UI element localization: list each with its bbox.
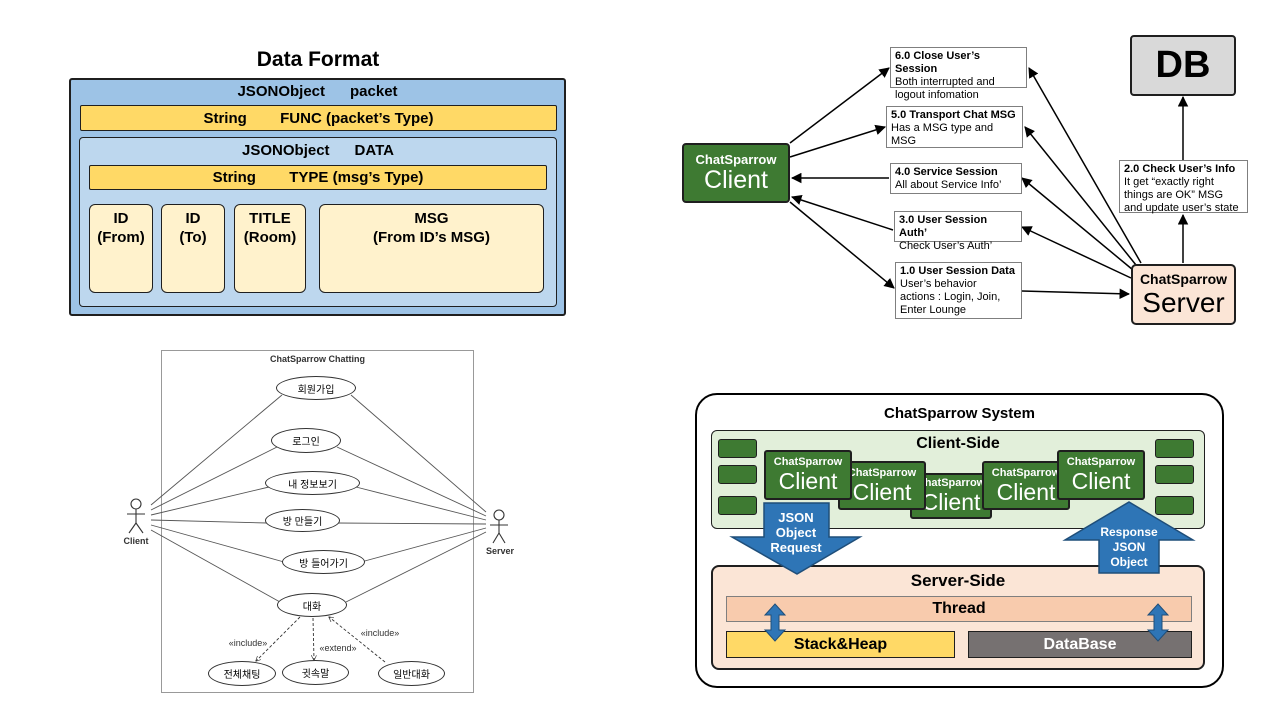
close-session-box: 6.0 Close User’s Session Both interrupte… xyxy=(890,47,1027,101)
client-node: ChatSparrow Client xyxy=(682,143,790,203)
mini-client-block xyxy=(1155,439,1194,458)
system-client-big: Client xyxy=(778,468,838,494)
close-session-title: 6.0 Close User’s Session xyxy=(895,50,980,75)
check-info-box: 2.0 Check User’s Info It get “exactly ri… xyxy=(1119,160,1248,214)
client-node-big: Client xyxy=(704,166,768,194)
session-auth-desc: Check User’s Auth’ xyxy=(899,240,993,252)
mini-client-block xyxy=(1155,496,1194,515)
system-client-small: ChatSparrow xyxy=(916,477,986,489)
usecase-all-chat: 전체채팅 xyxy=(208,661,276,686)
server-node: ChatSparrow Server xyxy=(1131,264,1236,325)
usecase-normal-chat: 일반대화 xyxy=(378,661,445,686)
usecase-chat: 대화 xyxy=(277,593,347,617)
session-auth-title: 3.0 User Session Auth’ xyxy=(899,214,988,239)
check-info-title: 2.0 Check User’s Info xyxy=(1124,163,1236,175)
mini-client-block xyxy=(718,465,757,484)
system-client-small: ChatSparrow xyxy=(773,456,843,468)
usecase-login: 로그인 xyxy=(271,428,341,453)
server-node-small: ChatSparrow xyxy=(1139,271,1228,287)
data-format-title: Data Format xyxy=(256,48,380,71)
packet-label: JSONObject packet xyxy=(237,82,398,100)
stack-heap-bar: Stack&Heap xyxy=(726,631,955,658)
transport-msg-desc: Has a MSG type and MSG xyxy=(891,122,994,147)
client-actor-label: Client xyxy=(123,536,149,546)
thread-bar: Thread xyxy=(726,596,1192,622)
service-session-box: 4.0 Service Session All about Service In… xyxy=(890,163,1022,194)
system-client-big: Client xyxy=(852,478,912,505)
include-label-right: «include» xyxy=(360,628,400,638)
client-node-small: ChatSparrow xyxy=(695,152,777,167)
response-arrow-label: Response JSON Object xyxy=(1100,524,1158,569)
system-title: ChatSparrow System xyxy=(884,404,1035,422)
session-data-title: 1.0 User Session Data xyxy=(900,265,1015,277)
close-session-desc: Both interrupted and logout infomation xyxy=(895,76,995,101)
transport-msg-title: 5.0 Transport Chat MSG xyxy=(891,109,1016,121)
service-session-desc: All about Service Info’ xyxy=(895,179,1002,191)
server-side-label: Server-Side xyxy=(910,571,1006,590)
system-client-small: ChatSparrow xyxy=(1066,456,1136,468)
system-client-big: Client xyxy=(996,478,1056,505)
server-node-big: Server xyxy=(1142,287,1225,318)
id-from-field: ID (From) xyxy=(89,204,153,293)
mini-client-block xyxy=(718,439,757,458)
id-to-field: ID (To) xyxy=(161,204,225,293)
usecase-whisper: 귓속말 xyxy=(282,660,349,685)
mini-client-block xyxy=(718,496,757,515)
session-data-desc: User’s behavior actions : Login, Join, E… xyxy=(900,278,1001,316)
mini-client-block xyxy=(1155,465,1194,484)
system-client-big: Client xyxy=(1071,468,1131,494)
db-node: DB xyxy=(1130,35,1236,96)
service-session-title: 4.0 Service Session xyxy=(895,166,998,178)
usecase-title: ChatSparrow Chatting xyxy=(269,354,365,364)
usecase-signup: 회원가입 xyxy=(276,376,356,400)
include-label-left: «include» xyxy=(228,638,268,648)
data-label: JSONObject DATA xyxy=(242,141,394,159)
system-client-big: Client xyxy=(921,489,981,515)
system-client-small: ChatSparrow xyxy=(847,466,917,479)
transport-msg-box: 5.0 Transport Chat MSG Has a MSG type an… xyxy=(886,106,1023,148)
server-actor-label: Server xyxy=(485,546,515,556)
extend-label: «extend» xyxy=(319,643,357,653)
title-room-field: TITLE (Room) xyxy=(234,204,306,293)
system-client-small: ChatSparrow xyxy=(991,466,1061,479)
usecase-enter-room: 방 들어가기 xyxy=(282,550,365,574)
msg-field: MSG (From ID’s MSG) xyxy=(319,204,544,293)
usecase-create-room: 방 만들기 xyxy=(265,509,340,532)
session-data-box: 1.0 User Session Data User’s behavior ac… xyxy=(895,262,1022,319)
client-side-label: Client-Side xyxy=(916,435,1000,452)
system-client-card: ChatSparrow Client xyxy=(838,461,926,510)
type-field: String TYPE (msg’s Type) xyxy=(89,165,547,190)
system-client-card: ChatSparrow Client xyxy=(764,450,852,500)
request-arrow-label: JSON Object Request xyxy=(770,509,822,555)
func-field: String FUNC (packet’s Type) xyxy=(80,105,557,131)
session-auth-box: 3.0 User Session Auth’ Check User’s Auth… xyxy=(894,211,1022,252)
system-client-card: ChatSparrow Client xyxy=(1057,450,1145,500)
check-info-desc: It get “exactly right things are OK” MSG… xyxy=(1124,176,1239,214)
usecase-my-info: 내 정보보기 xyxy=(265,471,360,495)
system-client-card: ChatSparrow Client xyxy=(982,461,1070,510)
